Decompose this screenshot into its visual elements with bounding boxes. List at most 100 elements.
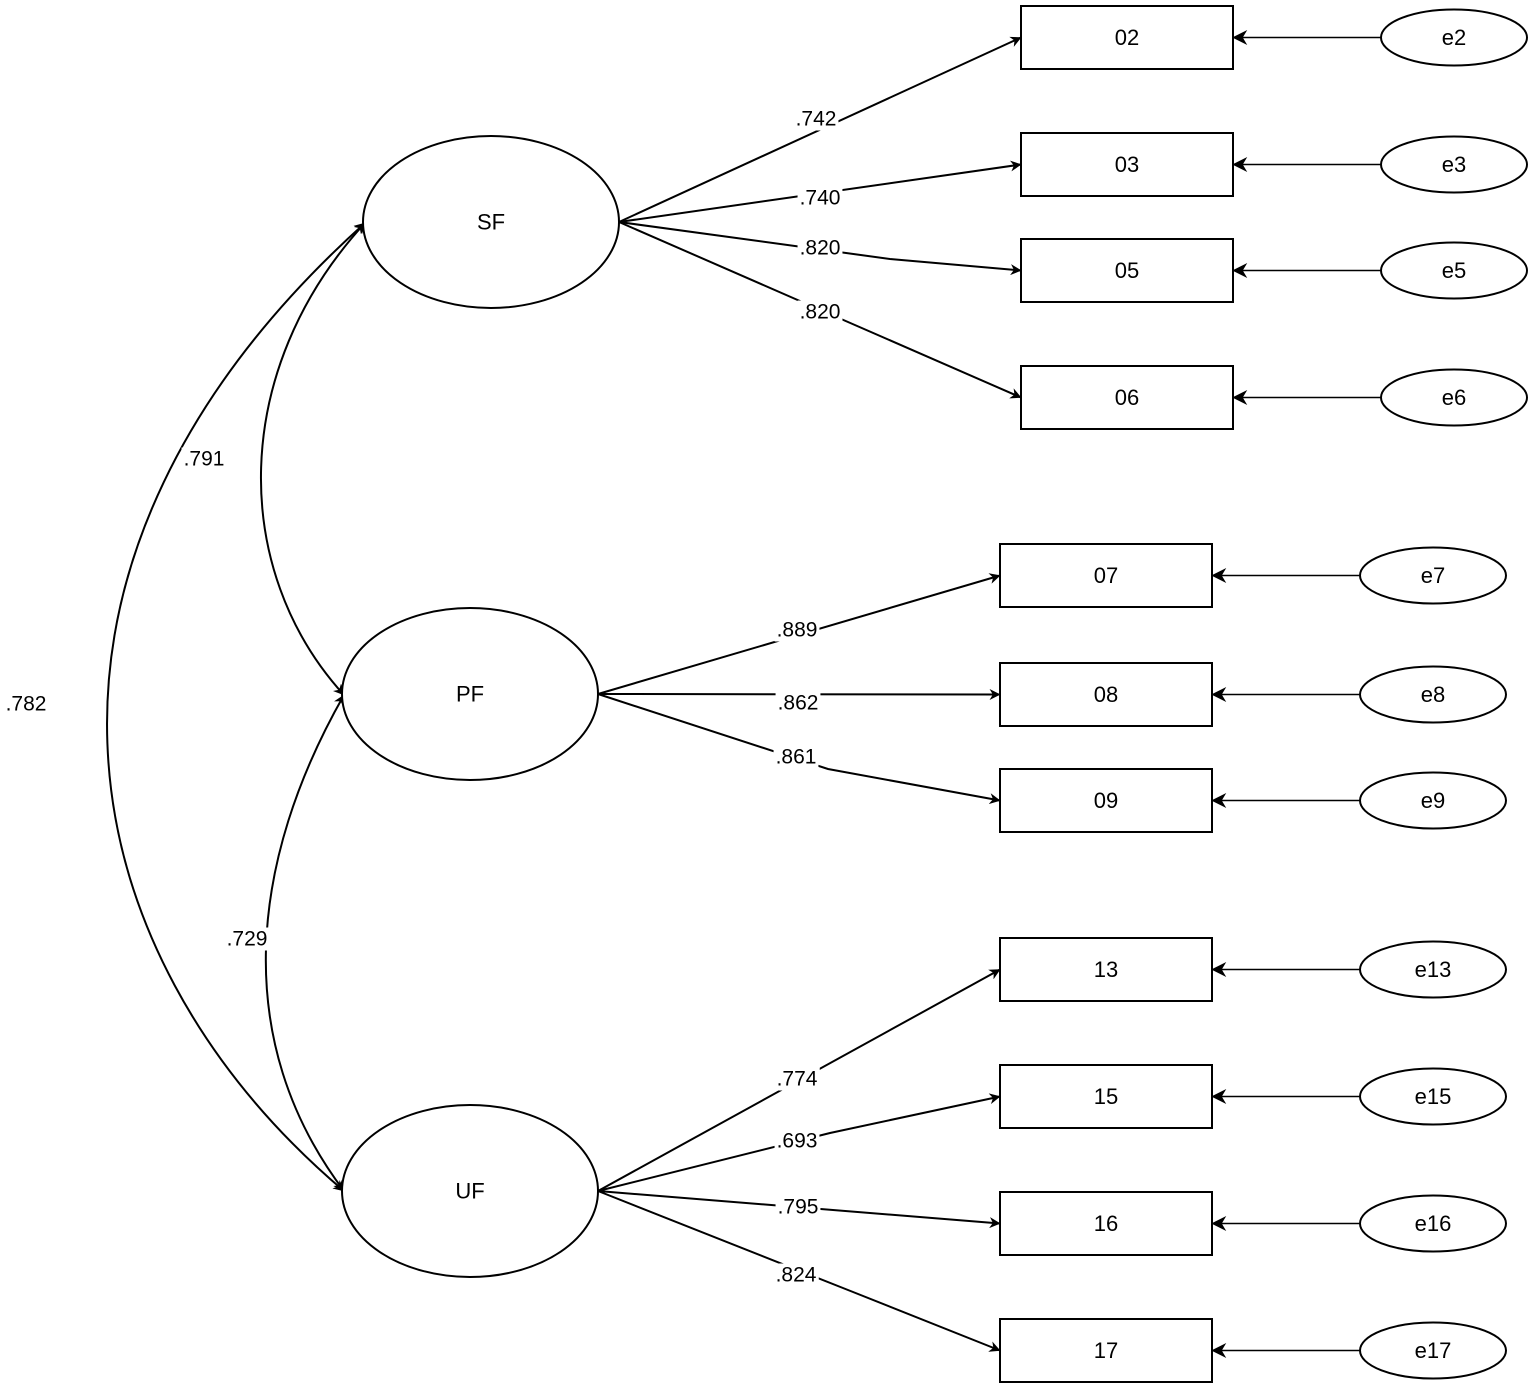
loading-label-09-bg — [773, 745, 819, 769]
loading-label-08-group: .862 — [775, 691, 821, 715]
loading-path-layer — [597, 30, 1381, 1358]
error-term-e9 — [1359, 771, 1507, 830]
indicator-box-08 — [999, 662, 1213, 727]
error-term-e3 — [1380, 135, 1528, 194]
latent-factor-label-pf: PF — [456, 682, 484, 707]
loading-label-17-bg — [773, 1263, 819, 1287]
error-term-e13 — [1359, 940, 1507, 999]
coefficient-label-layer: .791 .729 .782 .742 .740 .820 .820 .889 .862 .861… — [3, 107, 843, 1287]
loading-label-17: .824 — [776, 1264, 817, 1287]
loading-label-09: .861 — [776, 746, 817, 769]
correlation-label-sf-pf: .791 — [184, 448, 225, 471]
indicator-label-16: 16 — [1094, 1211, 1118, 1236]
loading-label-13: .774 — [777, 1068, 818, 1091]
loading-label-17-group: .824 — [773, 1263, 819, 1287]
error-term-label-e6: e6 — [1442, 385, 1466, 410]
indicator-box-15 — [999, 1064, 1213, 1129]
indicator-label-09: 09 — [1094, 788, 1118, 813]
loading-label-02-group: .742 — [793, 107, 839, 131]
indicator-label-17: 17 — [1094, 1338, 1118, 1363]
error-term-e7 — [1359, 546, 1507, 605]
latent-factor-uf — [341, 1104, 599, 1278]
latent-factor-sf — [362, 135, 620, 309]
error-term-label-e16: e16 — [1415, 1211, 1452, 1236]
error-term-label-e3: e3 — [1442, 152, 1466, 177]
error-term-label-e8: e8 — [1421, 682, 1445, 707]
indicator-box-09 — [999, 768, 1213, 833]
loading-label-15-bg — [774, 1129, 820, 1153]
loading-label-07-group: .889 — [774, 618, 820, 642]
loading-label-05-bg — [797, 236, 843, 260]
indicator-box-06 — [1020, 365, 1234, 430]
latent-factor-label-sf: SF — [477, 210, 505, 235]
indicator-label-07: 07 — [1094, 563, 1118, 588]
loading-label-13-group: .774 — [774, 1067, 820, 1091]
correlation-arrow-sf-pf — [260, 222, 366, 696]
loading-label-02: .742 — [796, 108, 837, 131]
loading-label-05-group: .820 — [797, 236, 843, 260]
error-term-e2 — [1380, 8, 1528, 67]
loading-label-03: .740 — [800, 187, 841, 210]
indicator-box-13 — [999, 937, 1213, 1002]
loading-label-08-bg — [775, 691, 821, 715]
correlation-arrow-sf-uf — [106, 222, 366, 1192]
loading-label-15-group: .693 — [774, 1129, 820, 1153]
correlation-label-sf-pf-group: .791 — [181, 447, 227, 471]
loading-label-07-bg — [774, 618, 820, 642]
indicator-label-15: 15 — [1094, 1084, 1118, 1109]
loading-label-13-bg — [774, 1067, 820, 1091]
loading-arrow-06 — [618, 221, 1022, 399]
indicator-box-17 — [999, 1318, 1213, 1383]
correlation-arrow-pf-uf — [264, 694, 345, 1192]
loading-label-16-bg — [775, 1195, 821, 1219]
correlation-label-pf-uf-group: .729 — [224, 927, 270, 951]
loading-label-05: .820 — [800, 237, 841, 260]
indicator-label-05: 05 — [1115, 258, 1139, 283]
loading-label-02-bg — [793, 107, 839, 131]
error-term-e17 — [1359, 1321, 1507, 1380]
error-term-label-e2: e2 — [1442, 25, 1466, 50]
indicator-label-13: 13 — [1094, 957, 1118, 982]
indicator-label-08: 08 — [1094, 682, 1118, 707]
latent-factor-pf — [341, 607, 599, 781]
loading-label-03-bg — [797, 186, 843, 210]
error-term-label-e7: e7 — [1421, 563, 1445, 588]
indicator-label-03: 03 — [1115, 152, 1139, 177]
error-term-label-e13: e13 — [1415, 957, 1452, 982]
correlation-label-sf-uf-group: .782 — [3, 692, 49, 716]
error-term-label-e5: e5 — [1442, 258, 1466, 283]
error-term-e15 — [1359, 1067, 1507, 1126]
loading-label-16-group: .795 — [775, 1195, 821, 1219]
loading-label-06: .820 — [800, 301, 841, 324]
error-term-e16 — [1359, 1194, 1507, 1253]
loading-label-15: .693 — [777, 1130, 818, 1153]
correlation-label-sf-pf-bg — [181, 447, 227, 471]
correlation-layer — [106, 222, 366, 1192]
indicator-label-02: 02 — [1115, 25, 1139, 50]
error-term-e8 — [1359, 665, 1507, 724]
loading-label-03-group: .740 — [797, 186, 843, 210]
indicator-box-07 — [999, 543, 1213, 608]
loading-label-06-bg — [797, 300, 843, 324]
loading-arrow-15 — [597, 1093, 1001, 1192]
error-term-e5 — [1380, 241, 1528, 300]
error-term-e6 — [1380, 368, 1528, 427]
correlation-label-sf-uf: .782 — [6, 693, 47, 716]
error-term-label-e9: e9 — [1421, 788, 1445, 813]
loading-arrow-05 — [618, 221, 1022, 276]
loading-label-07: .889 — [777, 619, 818, 642]
indicator-box-05 — [1020, 238, 1234, 303]
indicator-box-02 — [1020, 5, 1234, 70]
indicator-label-06: 06 — [1115, 385, 1139, 410]
loading-arrow-17 — [597, 1190, 1001, 1352]
error-term-label-e17: e17 — [1415, 1338, 1452, 1363]
error-term-label-e15: e15 — [1415, 1084, 1452, 1109]
loading-label-09-group: .861 — [773, 745, 819, 769]
correlation-label-pf-uf-bg — [224, 927, 270, 951]
correlation-label-sf-uf-bg — [3, 692, 49, 716]
loading-label-08: .862 — [778, 692, 819, 715]
indicator-box-03 — [1020, 132, 1234, 197]
loading-label-16: .795 — [778, 1196, 819, 1219]
